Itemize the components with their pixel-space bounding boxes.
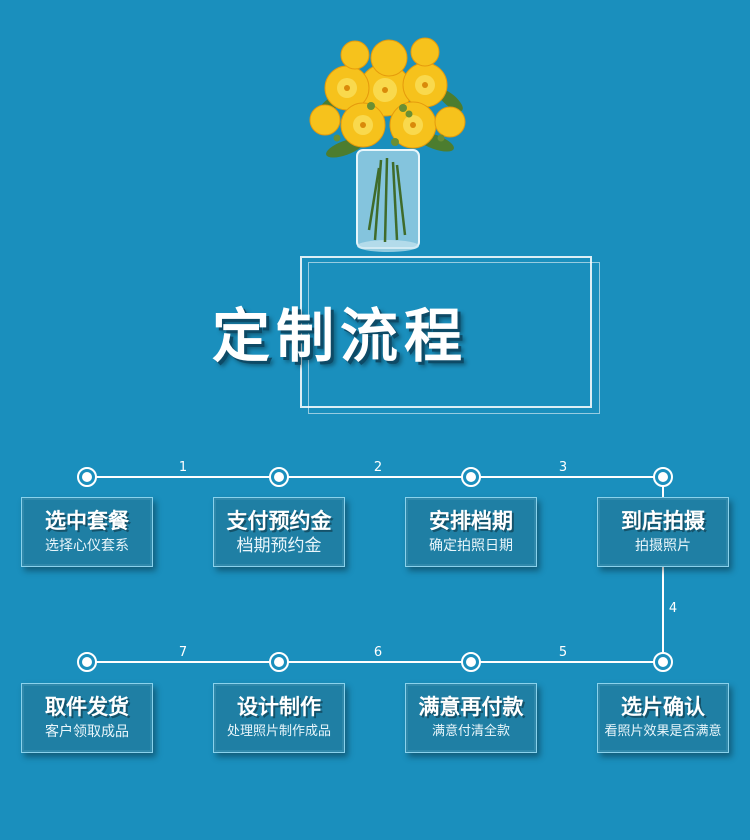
title-frame-outer [300, 256, 592, 408]
step-title: 取件发货 [45, 695, 129, 719]
step-subtitle: 满意付清全款 [431, 724, 510, 739]
step-card-pickup-delivery: 取件发货 客户领取成品 [21, 683, 153, 753]
step-number-1: 1 [178, 460, 188, 475]
step-card-select-package: 选中套餐 选择心仪套系 [21, 497, 153, 567]
step-title: 设计制作 [237, 695, 321, 719]
step-card-schedule: 安排档期 确定拍照日期 [405, 497, 537, 567]
flower-vase-illustration [309, 37, 466, 252]
page-title: 定制流程 [212, 302, 469, 370]
step-subtitle: 选择心仪套系 [45, 538, 129, 554]
step-title: 选片确认 [621, 695, 705, 719]
step-card-in-store-shoot: 到店拍摄 拍摄照片 [597, 497, 729, 567]
step-number-6: 6 [373, 645, 383, 660]
title-frame-inner [308, 262, 600, 414]
step-number-3: 3 [558, 460, 568, 475]
step-number-5: 5 [558, 645, 568, 660]
step-title: 安排档期 [429, 509, 513, 533]
step-subtitle: 确定拍照日期 [429, 538, 513, 554]
step-number-7: 7 [178, 645, 188, 660]
step-title: 选中套餐 [45, 509, 129, 533]
step-number-4: 4 [668, 601, 678, 616]
step-title: 到店拍摄 [621, 509, 705, 533]
step-card-select-photos: 选片确认 看照片效果是否满意 [597, 683, 729, 753]
step-subtitle: 处理照片制作成品 [226, 724, 331, 739]
step-card-pay-deposit: 支付预约金 档期预约金 [213, 497, 345, 567]
step-subtitle: 客户领取成品 [45, 724, 129, 740]
step-subtitle: 拍摄照片 [635, 538, 691, 554]
step-card-final-payment: 满意再付款 满意付清全款 [405, 683, 537, 753]
step-title: 支付预约金 [226, 509, 332, 533]
step-subtitle: 档期预约金 [236, 536, 322, 556]
step-title: 满意再付款 [418, 695, 524, 719]
step-subtitle: 看照片效果是否满意 [604, 724, 722, 739]
step-card-design-production: 设计制作 处理照片制作成品 [213, 683, 345, 753]
step-number-2: 2 [373, 460, 383, 475]
